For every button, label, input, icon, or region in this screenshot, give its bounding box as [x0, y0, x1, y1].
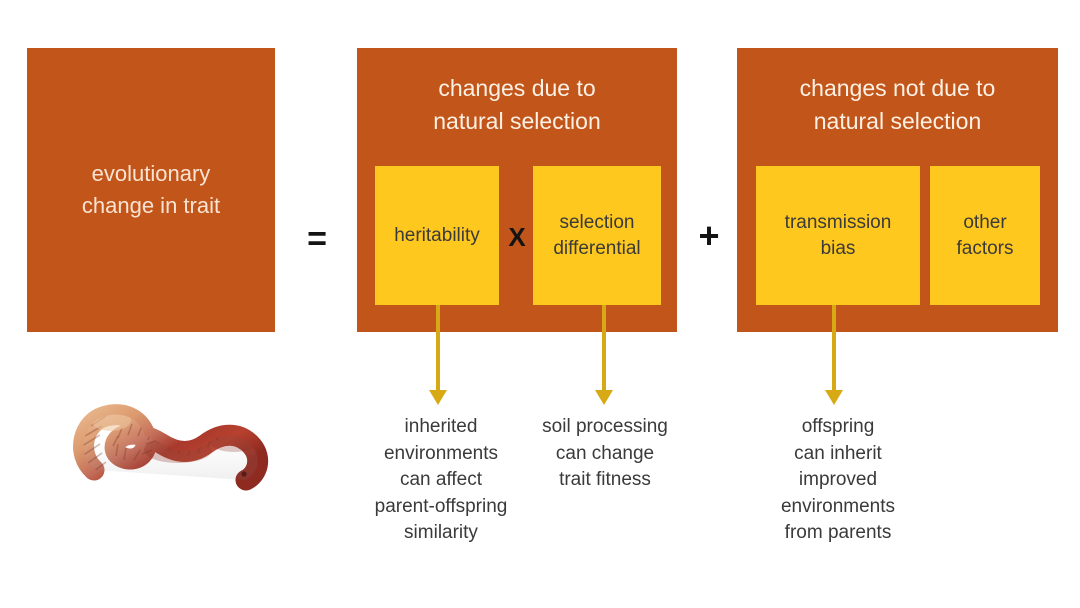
- down-arrow-icon-transmission-bias: [823, 305, 845, 405]
- arrow-shaft: [832, 305, 836, 391]
- group-heading-not-due-to-natural-selection: changes not due to natural selection: [799, 75, 996, 134]
- arrow-head: [429, 390, 447, 405]
- group-heading-due-to-natural-selection: changes due to natural selection: [433, 75, 601, 134]
- arrow-shaft: [602, 305, 606, 391]
- arrow-head: [825, 390, 843, 405]
- arrow-head: [595, 390, 613, 405]
- term-box-transmission-bias: transmission bias: [756, 166, 920, 305]
- arrow-shaft: [436, 305, 440, 391]
- multiply-operator: X: [508, 222, 526, 252]
- term-box-evolutionary-change: evolutionary change in trait: [27, 48, 275, 332]
- earthworm-photo: [66, 358, 286, 523]
- down-arrow-icon-heritability: [427, 305, 449, 405]
- caption-heritability: inherited environments can affect parent…: [374, 416, 508, 543]
- caption-transmission-bias: offspring can inherit improved environme…: [780, 416, 896, 543]
- term-box-heritability: heritability: [375, 166, 499, 305]
- evolutionary-change-label: evolutionary change in trait: [81, 161, 221, 218]
- term-box-other-factors: other factors: [930, 166, 1040, 305]
- down-arrow-icon-selection-differential: [593, 305, 615, 405]
- equals-operator: =: [307, 220, 327, 258]
- caption-selection-differential: soil processing can change trait fitness: [542, 416, 668, 490]
- term-box-selection-differential: selection differential: [533, 166, 661, 305]
- plus-operator: +: [698, 215, 720, 256]
